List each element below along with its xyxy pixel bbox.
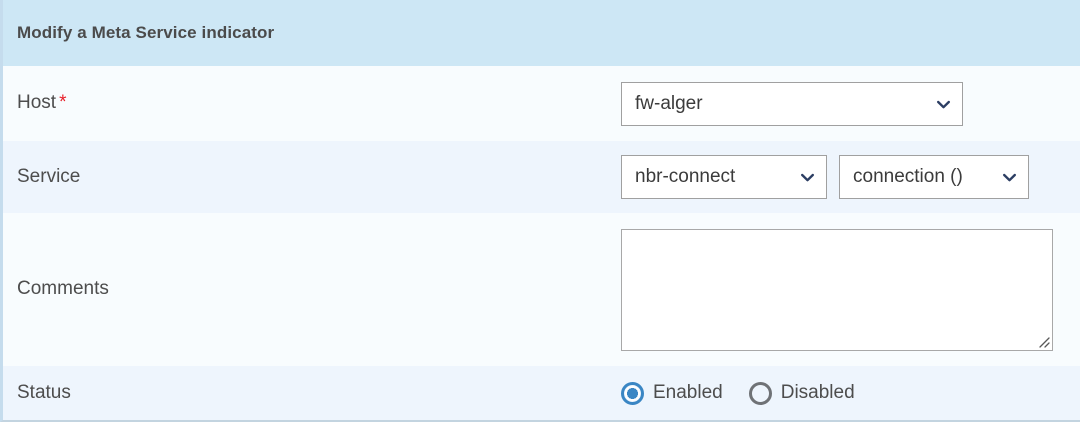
host-label-text: Host	[17, 92, 57, 114]
service-label: Service	[17, 165, 81, 187]
host-control: fw-alger	[621, 81, 1080, 126]
resize-grip-icon[interactable]	[1037, 335, 1050, 348]
subservice-select-value: connection ()	[853, 166, 963, 187]
panel-header: Modify a Meta Service indicator	[3, 0, 1080, 66]
chevron-down-icon	[800, 170, 815, 185]
status-radio-disabled[interactable]: Disabled	[748, 381, 855, 405]
form-row-host: Host* fw-alger	[3, 66, 1080, 141]
service-control: nbr-connect connection ()	[621, 155, 1080, 199]
comments-control	[621, 228, 1080, 351]
host-label: Host*	[17, 92, 621, 115]
status-radio-enabled[interactable]: Enabled	[621, 381, 723, 405]
status-radio-group: Enabled Disabled	[621, 381, 881, 405]
comments-textarea[interactable]	[621, 228, 1053, 351]
chevron-down-icon	[1002, 170, 1017, 185]
form-row-status: Status Enabled Disabled	[3, 366, 1080, 420]
status-label: Status	[17, 381, 71, 403]
host-select[interactable]: fw-alger	[621, 81, 963, 126]
status-radio-disabled-label: Disabled	[780, 382, 855, 403]
subservice-select[interactable]: connection ()	[839, 155, 1029, 199]
page-title: Modify a Meta Service indicator	[17, 23, 275, 42]
radio-selected-icon[interactable]	[621, 381, 644, 405]
service-select-value: nbr-connect	[635, 166, 736, 187]
status-radio-enabled-label: Enabled	[653, 382, 723, 403]
radio-unselected-icon[interactable]	[748, 381, 772, 405]
comments-label: Comments	[17, 278, 109, 300]
service-select[interactable]: nbr-connect	[621, 155, 827, 199]
required-asterisk: *	[59, 92, 67, 114]
form-row-service: Service nbr-connect connection ()	[3, 141, 1080, 213]
chevron-down-icon	[936, 97, 951, 112]
status-control: Enabled Disabled	[621, 381, 1080, 405]
host-select-value: fw-alger	[635, 92, 703, 114]
form-row-comments: Comments	[3, 213, 1080, 366]
